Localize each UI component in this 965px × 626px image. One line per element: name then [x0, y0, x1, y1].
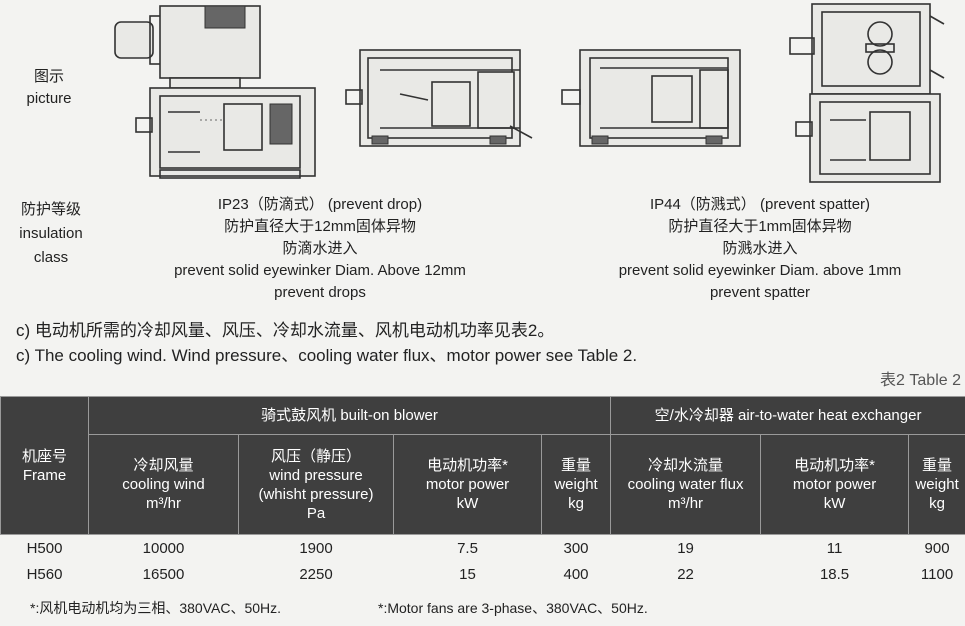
- specification-table: 机座号 Frame 骑式鼓风机 built-on blower 空/水冷却器 a…: [0, 396, 965, 587]
- header-cooling-wind: 冷却风量 cooling wind m³/hr: [88, 434, 239, 535]
- ip44-description: IP44（防溅式） (prevent spatter) 防护直径大于1mm固体异…: [590, 194, 930, 304]
- ip23-title: IP23（防滴式） (prevent drop): [217, 196, 423, 213]
- insulation-class-label: 防护等级 insulation class: [19, 201, 83, 266]
- header-cooling-water-flux: 冷却水流量 cooling water flux m³/hr: [610, 434, 762, 535]
- header-frame: 机座号 Frame: [0, 396, 89, 535]
- paragraph-en: c) The cooling wind. Wind pressure、cooli…: [16, 346, 638, 365]
- table-caption: 表2 Table 2: [880, 372, 961, 389]
- motor-drawings: [114, 3, 945, 183]
- header-motor-power-exchanger: 电动机功率* motor power kW: [760, 434, 910, 535]
- header-air-to-water-exchanger: 空/水冷却器 air-to-water heat exchanger: [610, 396, 965, 435]
- table-row: H500 10000 1900 7.5 300 19 11 900: [26, 539, 950, 557]
- paragraph-cn: c) 电动机所需的冷却风量、风压、冷却水流量、风机电动机功率见表2。: [16, 321, 555, 340]
- footnote-cn: *:风机电动机均为三相、380VAC、50Hz.: [30, 600, 282, 616]
- motor-drawing-ip23: [345, 49, 533, 147]
- header-motor-power-blower: 电动机功率* motor power kW: [393, 434, 542, 535]
- table-row: H560 16500 2250 15 400 22 18.5 1100: [26, 565, 954, 583]
- motor-drawing-ip44: [561, 49, 741, 147]
- ip23-description: IP23（防滴式） (prevent drop) 防护直径大于12mm固体异物 …: [140, 194, 500, 304]
- motor-drawing-ip44-exchanger: [789, 3, 945, 183]
- header-wind-pressure: 风压（静压） wind pressure (whisht pressure) P…: [238, 434, 394, 535]
- ip44-title: IP44（防溅式） (prevent spatter): [649, 196, 871, 213]
- header-weight-blower: 重量 weight kg: [540, 434, 612, 535]
- header-built-on-blower: 骑式鼓风机 built-on blower: [87, 396, 612, 435]
- picture-label: 图示 picture: [26, 68, 72, 107]
- footnote-en: *:Motor fans are 3-phase、380VAC、50Hz.: [378, 600, 648, 616]
- motor-drawing-ip23-blower: [114, 5, 316, 179]
- header-weight-exchanger: 重量 weight kg: [908, 434, 965, 535]
